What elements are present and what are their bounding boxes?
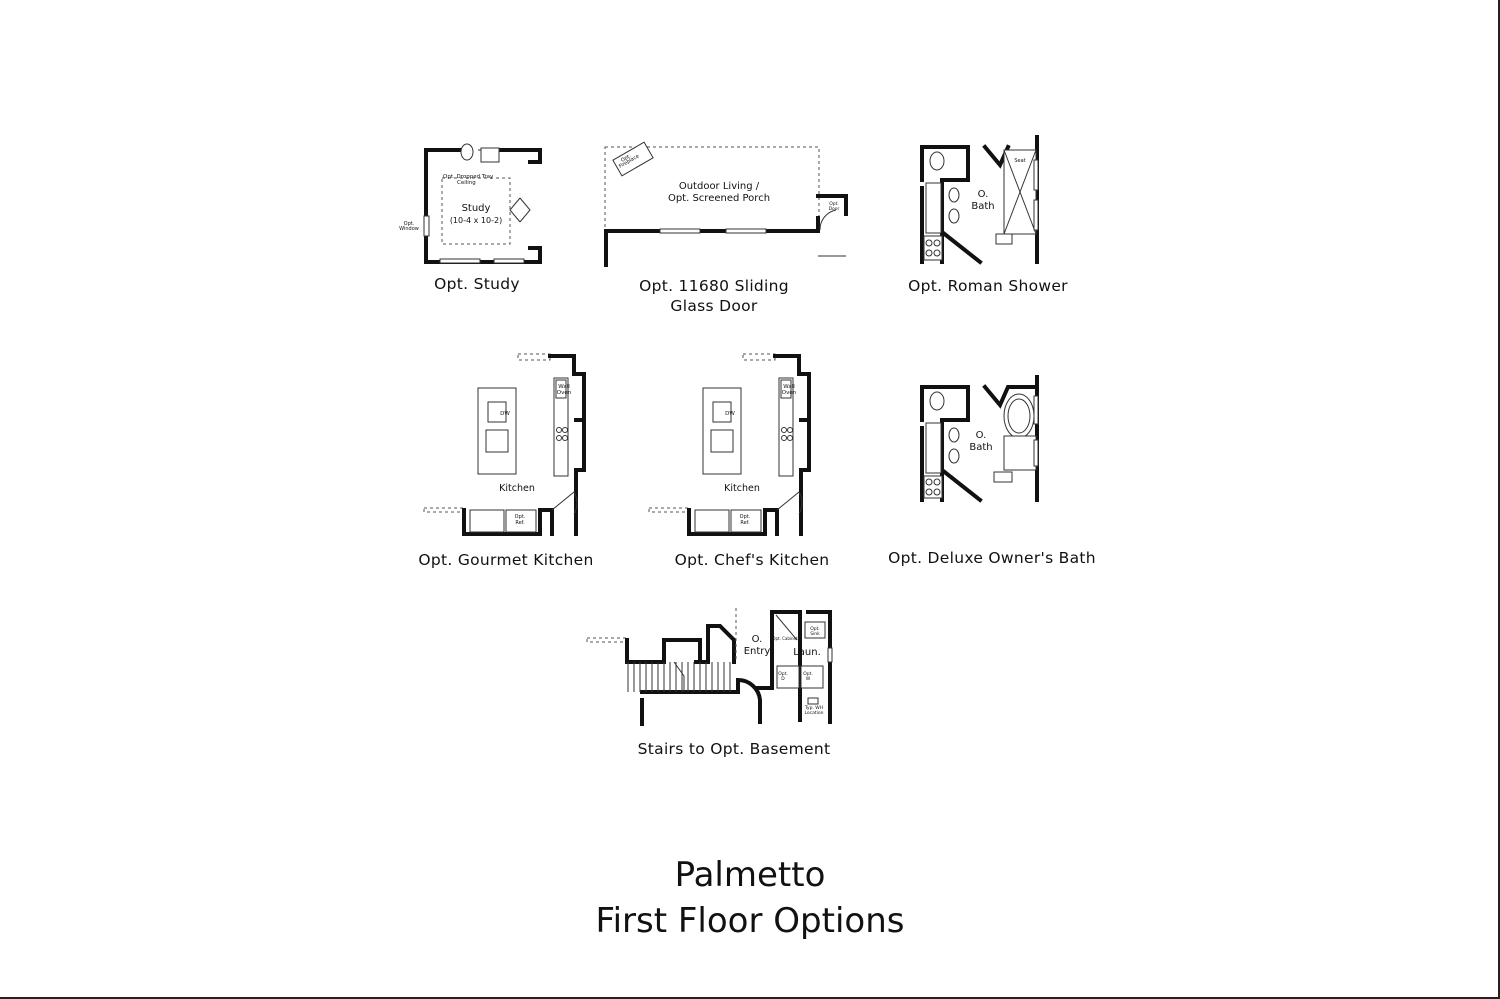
deluxe-bath-label: O. <box>976 430 987 441</box>
study-window-label: Opt. <box>404 221 415 227</box>
study-tray-label-2: Ceiling <box>457 180 476 186</box>
gourmet-wall-oven-label-2: Oven <box>557 390 572 396</box>
stairs-dryer-label: Opt. <box>778 671 788 677</box>
roman-bath-label: O. <box>978 189 989 200</box>
plan-sliding-door: Opt. Fireplace Outdoor Living / Opt. Scr… <box>604 141 848 267</box>
page-title: Palmetto <box>674 855 826 895</box>
stairs-entry-label: O. <box>752 634 763 645</box>
gourmet-ref-label: Opt. <box>515 514 526 520</box>
caption-stairs: Stairs to Opt. Basement <box>637 740 831 758</box>
chefs-ref-label-2: Ref. <box>740 520 750 526</box>
plan-gourmet-kitchen: DW Wall Oven Kitchen Opt. Ref. <box>423 353 586 536</box>
deluxe-bath-label-2: Bath <box>969 442 992 453</box>
stairs-washer-label: Opt. <box>803 671 813 677</box>
page-subtitle: First Floor Options <box>595 901 905 941</box>
roman-bath-label-2: Bath <box>971 201 994 212</box>
stairs-cabinets-label: Opt. Cabinets <box>772 636 799 641</box>
stairs-sink-label-2: Sink <box>810 631 820 637</box>
study-tray-label: Opt. Dropped Tray <box>443 174 494 180</box>
plan-roman-shower: Seat O. Bath <box>920 135 1039 265</box>
study-dims-label: (10-4 x 10-2) <box>450 216 502 225</box>
plan-deluxe-bath: O. Bath <box>920 375 1039 503</box>
caption-deluxe-bath: Opt. Deluxe Owner's Bath <box>888 549 1096 567</box>
chefs-wall-oven-label: Wall <box>783 384 795 390</box>
porch-room-label: Outdoor Living / <box>679 181 760 192</box>
caption-study: Opt. Study <box>434 275 520 293</box>
chefs-dw-label: DW <box>725 411 735 417</box>
caption-gourmet-kitchen: Opt. Gourmet Kitchen <box>418 551 594 569</box>
roman-seat-label: Seat <box>1014 158 1025 164</box>
porch-room-label-2: Opt. Screened Porch <box>668 193 770 204</box>
plan-chefs-kitchen: DW Wall Oven Kitchen Opt. Ref. <box>648 353 811 536</box>
study-window-label-2: Window <box>399 226 419 232</box>
porch-door-label-2: Door <box>829 206 840 212</box>
porch-door-label: Opt. <box>829 201 839 207</box>
chefs-ref-label: Opt. <box>740 514 751 520</box>
chefs-kitchen-label: Kitchen <box>724 483 760 494</box>
gourmet-ref-label-2: Ref. <box>515 520 525 526</box>
caption-chefs-kitchen: Opt. Chef's Kitchen <box>674 551 830 569</box>
caption-sliding-door-line1: Opt. 11680 Sliding <box>639 277 789 295</box>
stairs-wh-label: Typ. WH <box>804 705 823 711</box>
study-room-label: Study <box>462 203 491 214</box>
stairs-laundry-label: Laun. <box>793 647 821 658</box>
plan-stairs: O. Entry Laun. Opt. Sink Opt. Cabinets O… <box>586 608 833 726</box>
stairs-wh-label-2: Location <box>804 710 823 716</box>
stairs-sink-label: Opt. <box>810 626 820 632</box>
porch-fireplace-label: Opt. <box>620 153 633 164</box>
caption-roman-shower: Opt. Roman Shower <box>908 277 1068 295</box>
caption-sliding-door-line2: Glass Door <box>670 297 758 315</box>
gourmet-kitchen-label: Kitchen <box>499 483 535 494</box>
chefs-wall-oven-label-2: Oven <box>782 390 797 396</box>
stairs-entry-label-2: Entry <box>744 646 771 657</box>
stairs-dryer-label-2: D <box>781 676 785 682</box>
gourmet-wall-oven-label: Wall <box>558 384 570 390</box>
stairs-washer-label-2: W <box>806 676 811 682</box>
plan-study: Opt. Dropped Tray Ceiling Study (10-4 x … <box>399 143 542 264</box>
gourmet-dw-label: DW <box>500 411 510 417</box>
